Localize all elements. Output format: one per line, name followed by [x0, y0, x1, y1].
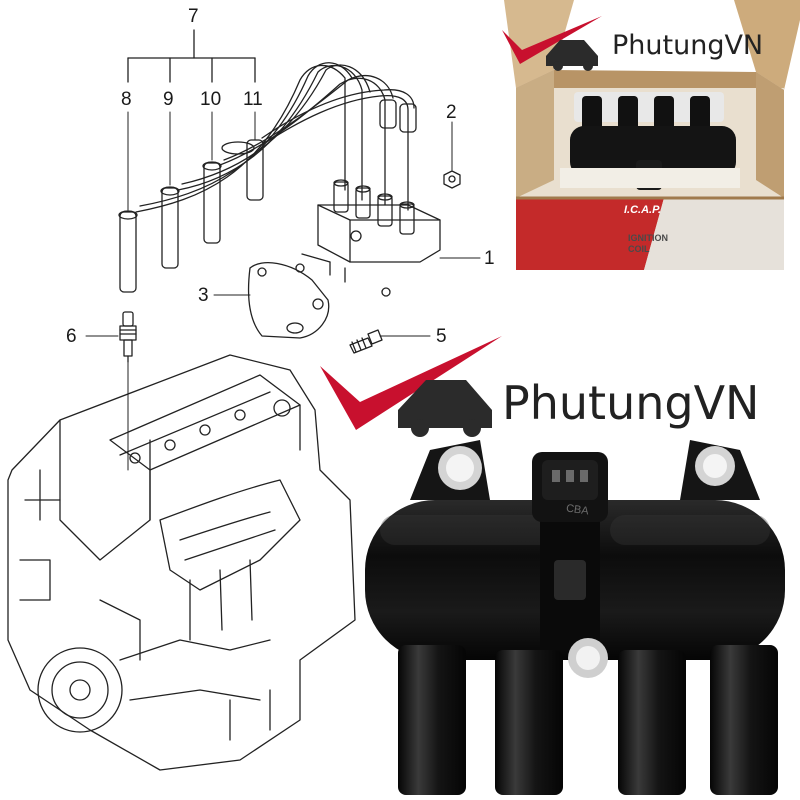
callout-5: 5	[436, 326, 447, 347]
watermark-text-small: PhutungVN	[612, 30, 764, 61]
box-product-label-line1: IGNITION	[628, 233, 668, 243]
engine-drawing	[7, 354, 356, 771]
callout-2: 2	[446, 102, 457, 123]
watermark-text-large: PhutungVN	[502, 376, 760, 430]
callout-6: 6	[66, 326, 77, 347]
bolt-drawing	[349, 329, 383, 354]
bracket-plate-drawing	[247, 253, 331, 339]
ignition-coil-drawing	[317, 179, 441, 297]
callout-11: 11	[243, 89, 263, 110]
callout-8: 8	[121, 89, 132, 110]
watermark-logo-small	[502, 16, 602, 71]
box-product-label-line2: COIL	[628, 244, 650, 254]
callout-10: 10	[200, 89, 222, 110]
nut-drawing	[443, 170, 461, 189]
coil-illustration	[365, 440, 785, 795]
spark-plug-wire-boots	[118, 139, 264, 293]
product-box-photo: I.C.A.P. IGNITION COIL PhutungVN	[494, 0, 800, 270]
callout-7: 7	[188, 6, 199, 27]
spark-plug-wires	[135, 62, 417, 213]
spark-plug-drawing	[119, 311, 137, 363]
box-brand-label: I.C.A.P.	[624, 204, 662, 216]
callout-9: 9	[163, 89, 174, 110]
leader-lines	[85, 111, 481, 471]
callout-1: 1	[484, 248, 495, 269]
box-illustration	[504, 0, 800, 270]
callout-3: 3	[198, 285, 209, 306]
watermark-logo-large	[320, 336, 502, 437]
callout-7-bracket	[127, 29, 256, 83]
ignition-coil-photo: CBA PhutungVN	[320, 300, 800, 800]
